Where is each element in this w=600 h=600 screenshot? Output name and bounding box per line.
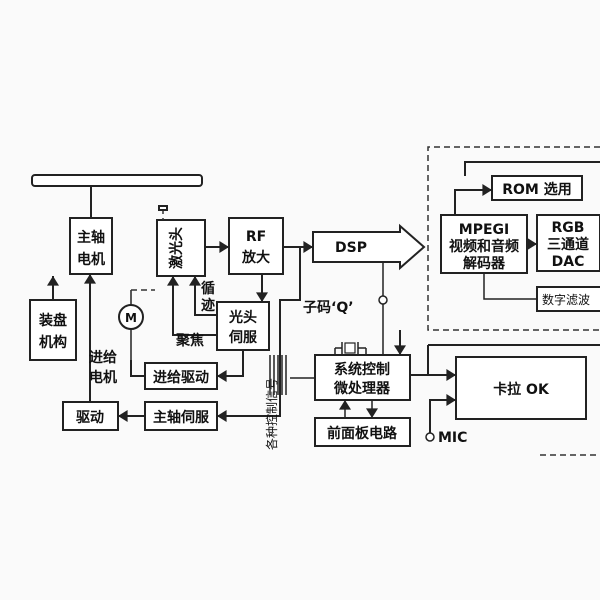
rf-amp-label-1: RF (246, 229, 266, 245)
arrow-loader-out (47, 276, 59, 286)
mpeg-decoder-label-2: 视频和音频 (449, 238, 519, 255)
spindle-servo-label: 主轴伺服 (153, 409, 210, 426)
mpeg-decoder-label-1: MPEGI (459, 222, 509, 238)
wire-mpeg-to-rom (454, 189, 492, 215)
rf-amp-block (228, 217, 284, 275)
arrow-mic-in (446, 394, 456, 406)
arrow-servo-in (256, 292, 268, 302)
arrow-karaoke-in (446, 369, 456, 381)
disc-loader-label-1: 装盘 (38, 312, 67, 329)
arrow-rf-in (219, 241, 229, 253)
arrow-feed-in (217, 370, 227, 382)
disc-platter (31, 174, 203, 187)
wire-feed-to-motor (130, 360, 145, 377)
subcode-terminal (378, 295, 388, 305)
digital-filter-label: 数字滤波 (542, 292, 590, 307)
head-servo-label-2: 伺服 (228, 329, 258, 346)
wire-mic-to-karaoke (429, 399, 456, 433)
focus-label: 聚焦 (175, 332, 204, 349)
tracking-label-2: 迹 (201, 297, 215, 314)
mpeg-decoder-label-3: 解码器 (463, 255, 506, 272)
karaoke-block (455, 356, 587, 420)
arrow-rom-in (482, 184, 492, 196)
arrow-spindle-servo-in (217, 410, 227, 422)
arrow-spindle-in (84, 274, 96, 284)
wire-servo-tracking (194, 276, 217, 316)
control-signals-label: 各种控制信号 (264, 378, 279, 450)
feed-drive-label: 进给驱动 (153, 369, 209, 386)
arrow-focus (167, 276, 179, 286)
spindle-motor-block (69, 217, 113, 275)
front-panel-label: 前面板电路 (327, 425, 398, 442)
wire-servo-to-feed (217, 350, 244, 377)
wire-rom-bus (464, 161, 600, 176)
crystal-body (344, 342, 356, 354)
arrow-dsp-in (303, 241, 313, 253)
rgb-dac-label-3: DAC (552, 254, 585, 270)
feed-drive-block (144, 362, 218, 390)
karaoke-label: 卡拉 OK (493, 381, 550, 398)
disc-loader-label-2: 机构 (39, 334, 67, 351)
tracking-label-1: 循 (201, 280, 215, 297)
arrow-panel-out (339, 400, 351, 410)
feed-motor-symbol-label: M (125, 311, 137, 325)
wire-dsp-to-spindle-servo (217, 247, 301, 417)
wire-servo-focus (172, 276, 217, 336)
mic-label: MIC (438, 430, 467, 446)
head-servo-label-1: 光头 (228, 309, 257, 326)
arrow-rgb-in (527, 238, 537, 250)
arrow-mcu-in (394, 345, 406, 355)
rf-amp-label-2: 放大 (241, 249, 270, 266)
spindle-motor-label-2: 电机 (77, 251, 105, 268)
rom-block (491, 175, 583, 201)
drive-block (62, 401, 119, 431)
feed-motor-label-1: 进给 (89, 349, 117, 366)
rgb-dac-block (536, 214, 600, 272)
arrow-tracking (189, 276, 201, 286)
spindle-motor-label-1: 主轴 (77, 229, 105, 246)
laser-head-pickup (158, 205, 168, 211)
rgb-dac-label-2: 三通道 (547, 236, 589, 253)
system-control-label-2: 微处理器 (333, 380, 391, 397)
arrowheads (47, 184, 537, 422)
decoder-region-outline (427, 146, 600, 331)
mic-terminal (425, 432, 435, 442)
system-control-label-1: 系统控制 (334, 361, 390, 378)
arrow-panel-in (366, 408, 378, 418)
arrow-drive-in (118, 410, 128, 422)
rom-label: ROM 选用 (502, 181, 572, 198)
laser-head-label: 激光头 (168, 227, 185, 269)
disc-loader-block (29, 299, 77, 361)
feed-motor-label-2: 电机 (89, 369, 117, 386)
wire-mpeg-to-filter (483, 273, 537, 300)
subcode-label: 子码‘Q’ (303, 300, 354, 316)
dsp-label: DSP (335, 240, 367, 256)
drive-label: 驱动 (76, 409, 104, 426)
rgb-dac-label-1: RGB (552, 220, 585, 236)
dsp-block (312, 223, 426, 271)
front-panel-block (314, 417, 411, 447)
